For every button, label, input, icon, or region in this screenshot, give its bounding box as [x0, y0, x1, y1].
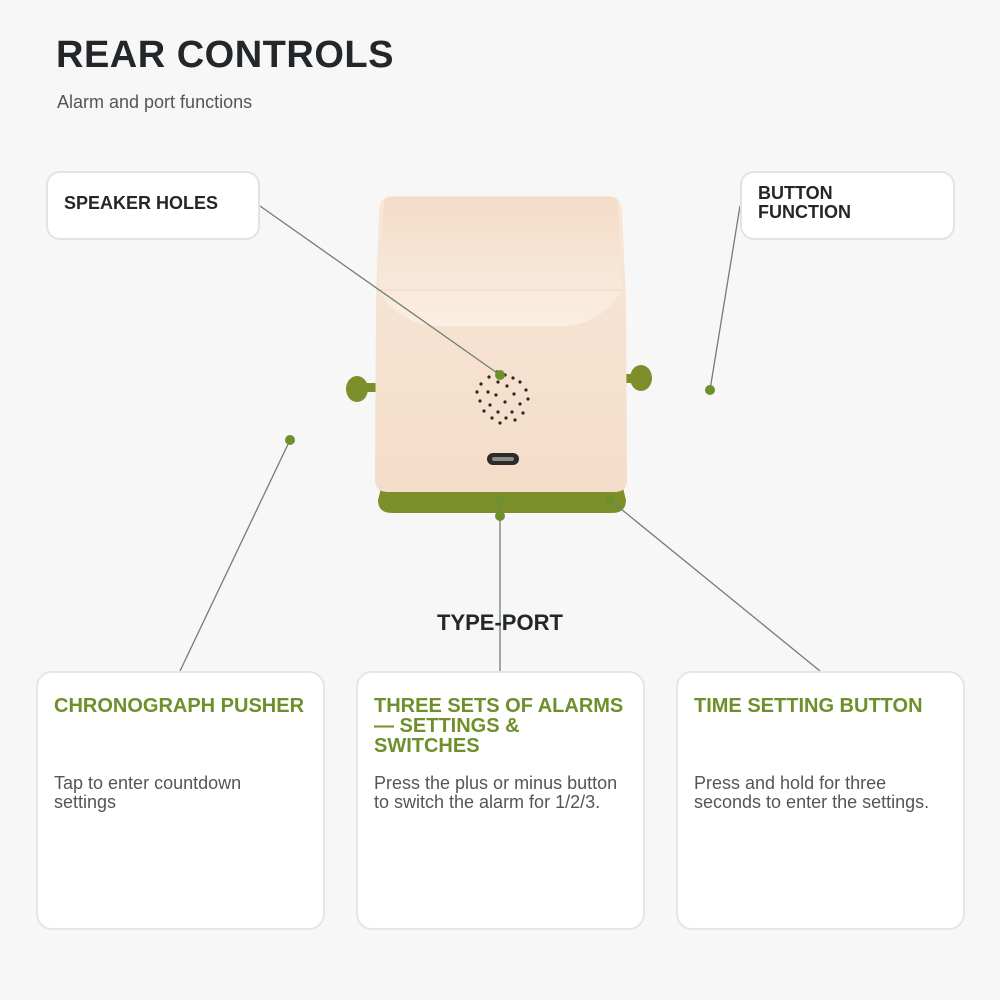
feature-card-chronograph: CHRONOGRAPH PUSHER Tap to enter countdow…	[36, 671, 325, 930]
leader-lines	[179, 205, 821, 672]
feature-card-body: Tap to enter countdown settings	[54, 773, 242, 812]
feature-card-title: THREE SETS OF ALARMS — SETTINGS & SWITCH…	[374, 695, 624, 757]
feature-card-title: CHRONOGRAPH PUSHER	[54, 695, 305, 717]
feature-card-body: Press and hold for three seconds to ente…	[694, 773, 930, 812]
page-subtitle: Alarm and port functions	[57, 92, 253, 112]
left-knob	[346, 376, 382, 402]
speaker-holes-label: SPEAKER HOLES	[64, 193, 219, 213]
speaker-holes-callout: SPEAKER HOLES	[46, 171, 260, 240]
feature-card-body: Press the plus or minus button to switch…	[374, 773, 618, 812]
usb-c-port	[487, 453, 519, 465]
device	[375, 196, 627, 513]
button-function-label: BUTTON FUNCTION	[758, 183, 851, 222]
feature-card-title: TIME SETTING BUTTON	[694, 695, 923, 717]
button-function-callout: BUTTON FUNCTION	[740, 171, 955, 240]
feature-card-time-setting: TIME SETTING BUTTON Press and hold for t…	[676, 671, 965, 930]
page-title: REAR CONTROLS	[56, 34, 394, 76]
anchor-dots	[285, 370, 715, 521]
right-knob	[622, 365, 652, 391]
type-port-label: TYPE-PORT	[437, 610, 563, 635]
feature-card-alarms: THREE SETS OF ALARMS — SETTINGS & SWITCH…	[356, 671, 645, 930]
